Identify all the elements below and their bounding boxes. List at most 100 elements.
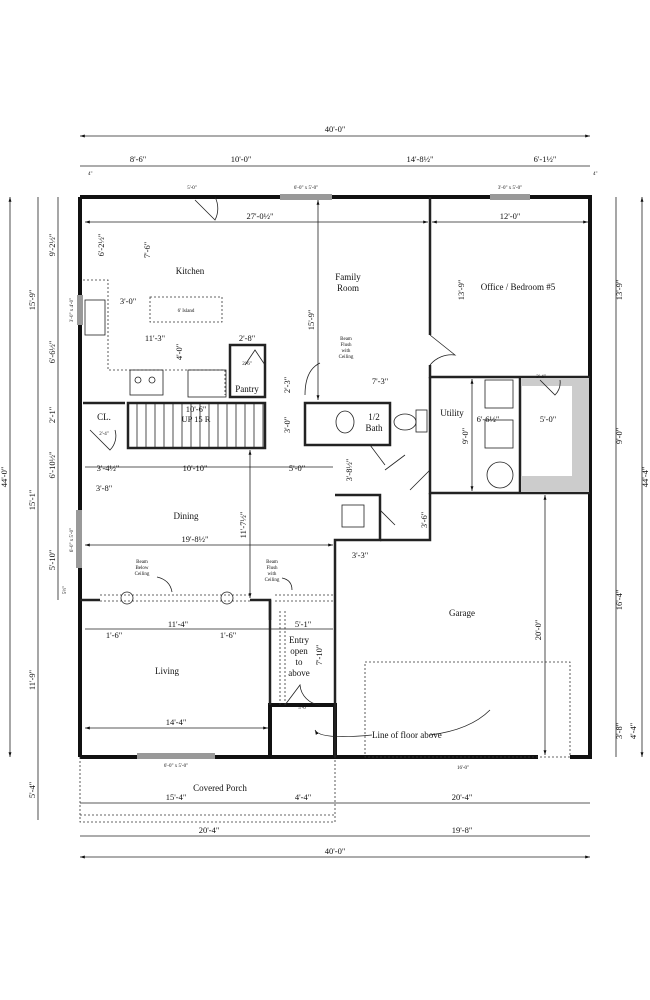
room-office: Office / Bedroom #5 [481, 282, 556, 292]
dim-label: 9'-2½" [47, 234, 57, 257]
dim-label: 7'-3" [372, 376, 388, 386]
dim-label: 3'-8½" [344, 459, 354, 482]
room-closet: CL. [97, 412, 111, 422]
note-beam-flush-4: Ceiling [339, 355, 354, 360]
dim-label: 12'-0" [500, 211, 521, 221]
dim-label: 8'-6" [130, 154, 146, 164]
dim-label: 3'-0" [120, 296, 136, 306]
window-labels: 5'-0" 6'-0" x 5'-0" 3'-0" x 5'-0" 6'-0" … [70, 186, 522, 771]
dim-label: 3'-0" [282, 417, 292, 433]
front-window [137, 753, 215, 759]
dim-label: 2'-6" [242, 362, 252, 367]
dim-label: 1'-6" [106, 630, 122, 640]
room-utility: Utility [440, 408, 464, 418]
dim-label: 20'-4" [199, 825, 220, 835]
room-dining: Dining [173, 511, 199, 521]
dim-label: 5½" [63, 586, 68, 594]
window-label: 16'-0" [457, 766, 469, 771]
note-beam-below-3: Ceiling [135, 572, 150, 577]
dim-label: 44'-0" [0, 467, 9, 488]
dim-label: 40'-0" [325, 124, 346, 134]
dim-label: 9'-0" [614, 428, 624, 444]
dim-label: 5'-0" [289, 463, 305, 473]
dim-label: 4" [593, 172, 598, 177]
dim-label: 4'-4" [628, 723, 638, 739]
note-beam-flush-2: Flush [340, 343, 352, 348]
toilet [393, 413, 417, 431]
dimension-lines [8, 134, 644, 859]
dim-label: 13'-9" [614, 280, 624, 301]
note-floor-above: Line of floor above [372, 730, 442, 740]
window-label: 6'-0" x 5'-0" [70, 528, 75, 552]
dim-label: 9'-0" [460, 428, 470, 444]
dim-label: 4'-4" [295, 792, 311, 802]
dim-label: 15'-9" [306, 310, 316, 331]
window-label: 3'-0" x 5'-0" [498, 186, 522, 191]
note-beam-flush-b2: Flush [266, 566, 278, 571]
window-label: 3'-0" x 4'-0" [70, 298, 75, 322]
stairs-label: UP 15 R [182, 414, 211, 424]
window-label: 5'-0" [298, 706, 308, 711]
notes: Beam Flush with Ceiling Beam Below Ceili… [135, 337, 491, 740]
dim-label: 5'-4" [27, 782, 37, 798]
dim-label: 20'-0" [533, 620, 543, 641]
dim-label: 15'-1" [27, 490, 37, 511]
column [120, 591, 134, 605]
kitchen-island [149, 296, 223, 323]
dim-label: 14'-4" [166, 717, 187, 727]
room-entry-2: open [290, 646, 308, 656]
dim-label: 11'-9" [27, 670, 37, 690]
window-label: 5'-0" [187, 186, 197, 191]
room-living: Living [155, 666, 179, 676]
dim-label: 10'-10" [183, 463, 208, 473]
dim-label: 4'-0" [174, 344, 184, 360]
room-pantry: Pantry [235, 384, 259, 394]
dim-label: 3'-6" [419, 512, 429, 528]
room-kitchen: Kitchen [176, 266, 205, 276]
dim-label: 20'-4" [452, 792, 473, 802]
room-entry-3: to [295, 657, 303, 667]
dim-label: 7'-10" [314, 645, 324, 666]
dining-window [76, 510, 82, 568]
furnace [341, 504, 365, 528]
washer [484, 379, 514, 409]
dim-label: 6'-6½" [477, 414, 500, 424]
dim-label: 2'-1" [47, 407, 57, 423]
dim-label: 3'-3" [352, 550, 368, 560]
dim-label: 3'-4½" [97, 463, 120, 473]
kitchen-window [77, 295, 83, 325]
dim-label: 44'-4" [640, 467, 650, 488]
dim-label: 40'-0" [325, 846, 346, 856]
dim-label: 15'-9" [27, 290, 37, 311]
dim-label: 2'-4" [536, 375, 546, 380]
room-entry-4: above [288, 668, 310, 678]
dim-label: 5'-10" [47, 550, 57, 571]
note-beam-below-2: Below [135, 566, 148, 571]
island-label: 6' Island [178, 309, 195, 314]
dim-label: 10'-6" [186, 404, 207, 414]
dim-label: 16'-4" [614, 590, 624, 611]
room-family-2: Room [337, 283, 359, 293]
dryer [484, 419, 514, 449]
dim-label: 13'-9" [456, 280, 466, 301]
dim-label: 10'-0" [231, 154, 252, 164]
dim-label: 2'-3" [282, 377, 292, 393]
dim-label: 6'-2½" [96, 234, 106, 257]
room-family: Family [335, 272, 361, 282]
dim-label: 6'-6½" [47, 341, 57, 364]
line-of-floor-above [364, 661, 571, 758]
dim-label: 27'-0½" [247, 211, 274, 221]
dim-label: 19'-8½" [182, 534, 209, 544]
room-labels: Kitchen Family Room Office / Bedroom #5 … [97, 266, 556, 793]
room-bath: 1/2 [368, 412, 380, 422]
room-porch: Covered Porch [193, 783, 247, 793]
family-window [280, 194, 332, 200]
dim-label: 2'-8" [239, 333, 255, 343]
room-entry: Entry [289, 635, 309, 645]
note-beam-flush-b4: Ceiling [265, 578, 280, 583]
dim-label: 7'-6" [142, 242, 152, 258]
note-beam-flush-b: Beam [266, 560, 278, 565]
dim-label: 3'-8" [614, 723, 624, 739]
dim-label: 6'-1½" [534, 154, 557, 164]
